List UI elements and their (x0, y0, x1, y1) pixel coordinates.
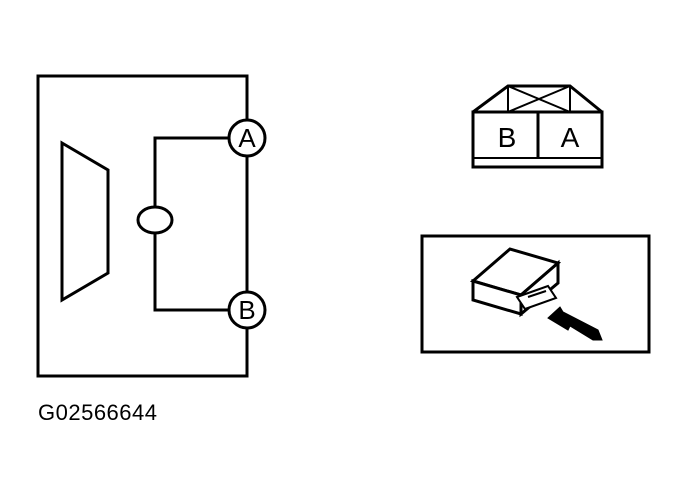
terminal-b-label: B (238, 295, 255, 325)
module-connector-slot (527, 290, 547, 298)
connector-latch-outline (472, 84, 603, 114)
bulb-filament-icon (136, 205, 174, 235)
lamp-reflector-icon (60, 140, 110, 303)
connector-face-view: B A (471, 84, 604, 169)
inset-frame (420, 234, 651, 354)
terminal-a-label: A (238, 123, 256, 153)
figure-code: G02566644 (38, 400, 158, 425)
pointer-arrow-icon (547, 306, 603, 341)
connector-cavity-a-label: A (561, 122, 580, 153)
component-schematic: A B (36, 74, 267, 378)
bulb-circuit-wire (153, 136, 230, 312)
connector-latch-cross-2 (507, 85, 571, 113)
connector-location-inset (420, 234, 651, 354)
terminal-a-marker (227, 118, 267, 158)
component-housing (36, 74, 249, 378)
connector-cavity-b-label: B (498, 122, 517, 153)
terminal-b-marker (227, 290, 267, 330)
